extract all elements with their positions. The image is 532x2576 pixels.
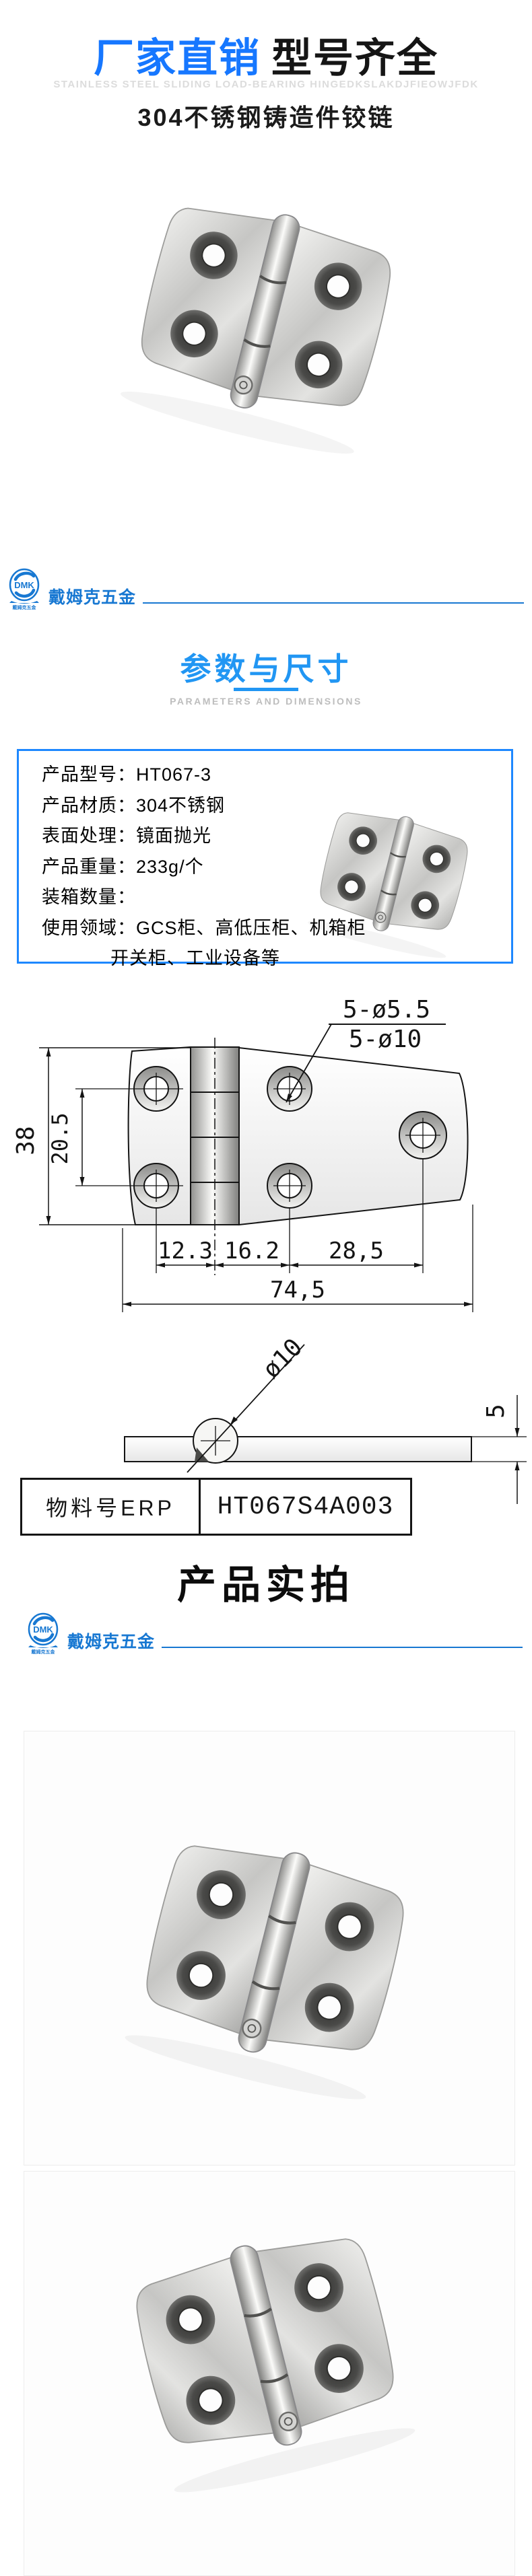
brand-name: 戴姆克五金 bbox=[48, 588, 137, 607]
section-title-underline bbox=[234, 688, 298, 691]
dim-hole-spacing: 20.5 bbox=[47, 1112, 73, 1164]
brand-divider-line bbox=[143, 602, 524, 604]
dmk-logo-icon: DMK 戴姆克五金 bbox=[9, 568, 40, 610]
hero-title-highlight: 厂家直销 bbox=[94, 36, 261, 81]
spec-row-model: 产品型号：HT067-3 bbox=[42, 760, 511, 791]
photo-card bbox=[24, 1731, 515, 2166]
product-title: 304不锈钢铸造件铰链 bbox=[137, 104, 395, 131]
spec-row-application-cont: 开关柜、工业设备等 bbox=[110, 948, 280, 968]
hole-callout-top: 5-ø5.5 bbox=[343, 996, 430, 1024]
section-title-params: 参数与尺寸 bbox=[180, 651, 352, 686]
brand-row: DMK 戴姆克五金 戴姆克五金 bbox=[27, 1612, 523, 1654]
dmk-logo-icon: DMK 戴姆克五金 bbox=[28, 1612, 59, 1654]
spec-value: 233g/个 bbox=[136, 856, 204, 877]
hole-callout-bottom: 5-ø10 bbox=[349, 1026, 422, 1053]
hinge-photo-shot-2 bbox=[102, 2178, 428, 2505]
hero-title-rest: 型号齐全 bbox=[271, 36, 438, 81]
dim-pin-diameter: ø10 bbox=[257, 1336, 308, 1384]
hinge-photo-spec-box bbox=[291, 778, 497, 965]
spec-value: 镜面抛光 bbox=[136, 826, 211, 846]
spec-row-material: 产品材质：304不锈钢 bbox=[42, 791, 511, 822]
section-title-real-shots: 产品实拍 bbox=[176, 1563, 355, 1607]
technical-drawing-top-view: 38 20.5 5-ø5.5 5-ø10 12.3 16.2 28,5 7 bbox=[12, 996, 473, 1312]
hinge-image bbox=[305, 799, 477, 964]
dim-w1: 12.3 bbox=[158, 1238, 213, 1264]
hinge-photo-shot-1 bbox=[112, 1785, 438, 2112]
photo-card bbox=[24, 2171, 515, 2576]
spec-row-weight: 产品重量：233g/个 bbox=[42, 852, 511, 883]
hinge-photo-main bbox=[108, 149, 424, 466]
brand-name: 戴姆克五金 bbox=[67, 1633, 156, 1651]
hinge-image-mirrored bbox=[102, 2178, 428, 2505]
hero-title: 厂家直销型号齐全 bbox=[0, 26, 532, 84]
brand-row: DMK 戴姆克五金 戴姆克五金 bbox=[8, 568, 524, 610]
dim-total-width: 74,5 bbox=[270, 1277, 325, 1303]
erp-table: 物料号ERP HT067S4A003 bbox=[20, 1478, 412, 1536]
spec-value: HT067-3 bbox=[136, 764, 212, 785]
brand-divider-line bbox=[162, 1647, 523, 1648]
technical-drawing-side-view: ø10 5 bbox=[124, 1336, 527, 1504]
dmk-logo-caption: 戴姆克五金 bbox=[32, 1649, 56, 1654]
spec-value: 304不锈钢 bbox=[136, 795, 226, 816]
spec-row-packing: 装箱数量： bbox=[42, 882, 511, 913]
hinge-image bbox=[112, 1785, 438, 2112]
spec-label: 装箱数量： bbox=[42, 887, 136, 907]
spec-box: 产品型号：HT067-3 产品材质：304不锈钢 表面处理：镜面抛光 产品重量：… bbox=[17, 749, 513, 968]
erp-value-cell: HT067S4A003 bbox=[217, 1492, 394, 1522]
spec-row-finish: 表面处理：镜面抛光 bbox=[42, 821, 511, 852]
dim-w2: 16.2 bbox=[224, 1238, 279, 1264]
section-subtitle-en: PARAMETERS AND DIMENSIONS bbox=[170, 696, 362, 707]
spec-label: 产品重量： bbox=[42, 856, 136, 877]
dim-w3: 28,5 bbox=[329, 1238, 384, 1264]
hinge-image bbox=[108, 149, 424, 466]
hero-subtitle-en: STAINLESS STEEL SLIDING LOAD-BEARING HIN… bbox=[53, 79, 479, 90]
spec-label: 产品材质： bbox=[42, 795, 136, 816]
dmk-logo-caption: 戴姆克五金 bbox=[13, 604, 37, 610]
dmk-logo-text: DMK bbox=[33, 1624, 53, 1635]
dim-thickness: 5 bbox=[482, 1404, 510, 1419]
erp-label-cell: 物料号ERP bbox=[22, 1480, 201, 1534]
spec-label: 使用领域： bbox=[42, 917, 136, 938]
dim-height: 38 bbox=[12, 1126, 40, 1155]
dmk-logo-text: DMK bbox=[14, 580, 34, 590]
spec-label: 表面处理： bbox=[42, 826, 136, 846]
spec-label: 产品型号： bbox=[42, 764, 136, 785]
